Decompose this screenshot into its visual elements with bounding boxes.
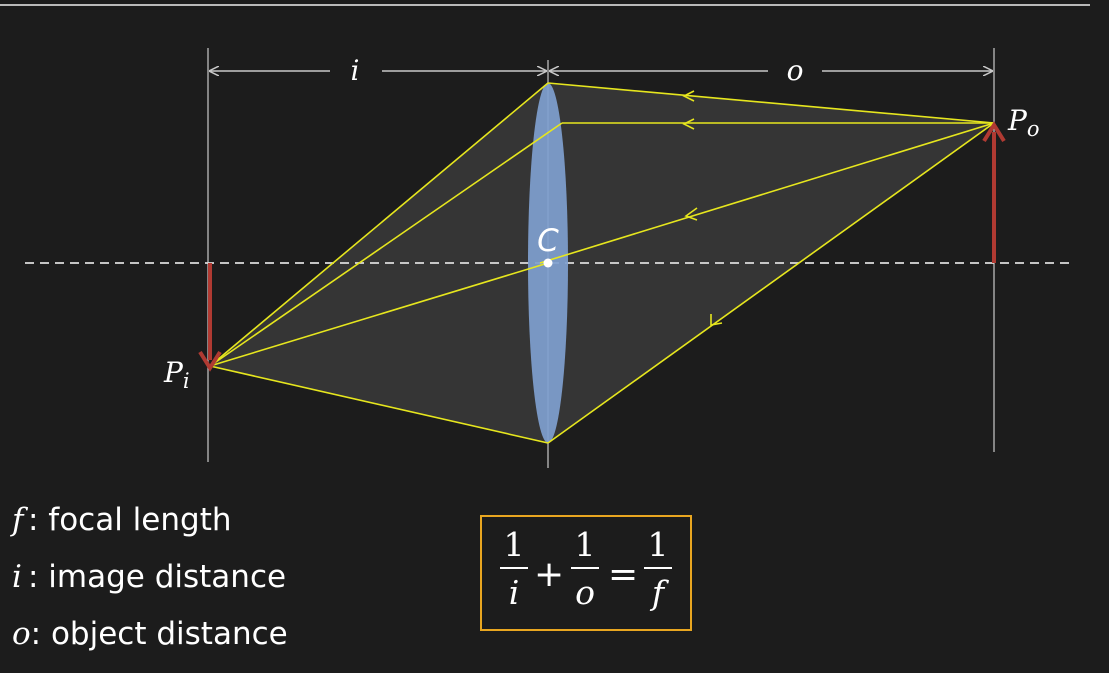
legend-object-distance: o: object distance <box>12 619 288 650</box>
legend-focal-length: f: focal length <box>12 505 232 536</box>
ray-direction-arrows <box>682 90 723 326</box>
object-arrow <box>982 121 1006 263</box>
legend-symbol: o <box>12 616 31 652</box>
image-distance-label: i <box>351 54 360 87</box>
fraction-one-over-i: 1 i <box>500 525 528 613</box>
legend-text: : focal length <box>28 502 232 538</box>
equals-sign: = <box>608 554 639 595</box>
object-side-rays <box>539 82 995 444</box>
fraction-denominator: o <box>575 573 595 612</box>
fraction-denominator: f <box>651 573 665 612</box>
object-point-base: P <box>1007 104 1028 137</box>
object-point-label: Po <box>1007 104 1040 141</box>
lens-center-label: C <box>537 223 559 259</box>
lens-center-point <box>543 258 553 268</box>
image-point-subscript: i <box>183 369 190 393</box>
fraction-bar <box>571 567 599 569</box>
object-point-subscript: o <box>1027 117 1040 141</box>
fraction-one-over-f: 1 f <box>644 525 672 613</box>
fraction-bar <box>644 567 672 569</box>
legend-image-distance: i: image distance <box>12 562 286 593</box>
legend-text: : object distance <box>30 616 288 652</box>
image-point-label: Pi <box>163 356 190 393</box>
fraction-one-over-o: 1 o <box>571 525 599 613</box>
fraction-numerator: 1 <box>503 525 525 564</box>
image-arrow <box>198 263 222 372</box>
fraction-bar <box>500 567 528 569</box>
object-distance-label: o <box>787 54 804 87</box>
legend-symbol: f <box>12 502 24 538</box>
thin-lens-formula: 1 i + 1 o = 1 f <box>480 515 692 631</box>
fraction-denominator: i <box>508 573 520 612</box>
image-side-rays <box>209 82 563 444</box>
object-side-shade <box>548 83 994 443</box>
legend-symbol: i <box>12 559 22 595</box>
fraction-numerator: 1 <box>647 525 669 564</box>
fraction-numerator: 1 <box>574 525 596 564</box>
plus-sign: + <box>534 554 565 595</box>
legend-text: : image distance <box>28 559 287 595</box>
image-point-base: P <box>163 356 184 389</box>
